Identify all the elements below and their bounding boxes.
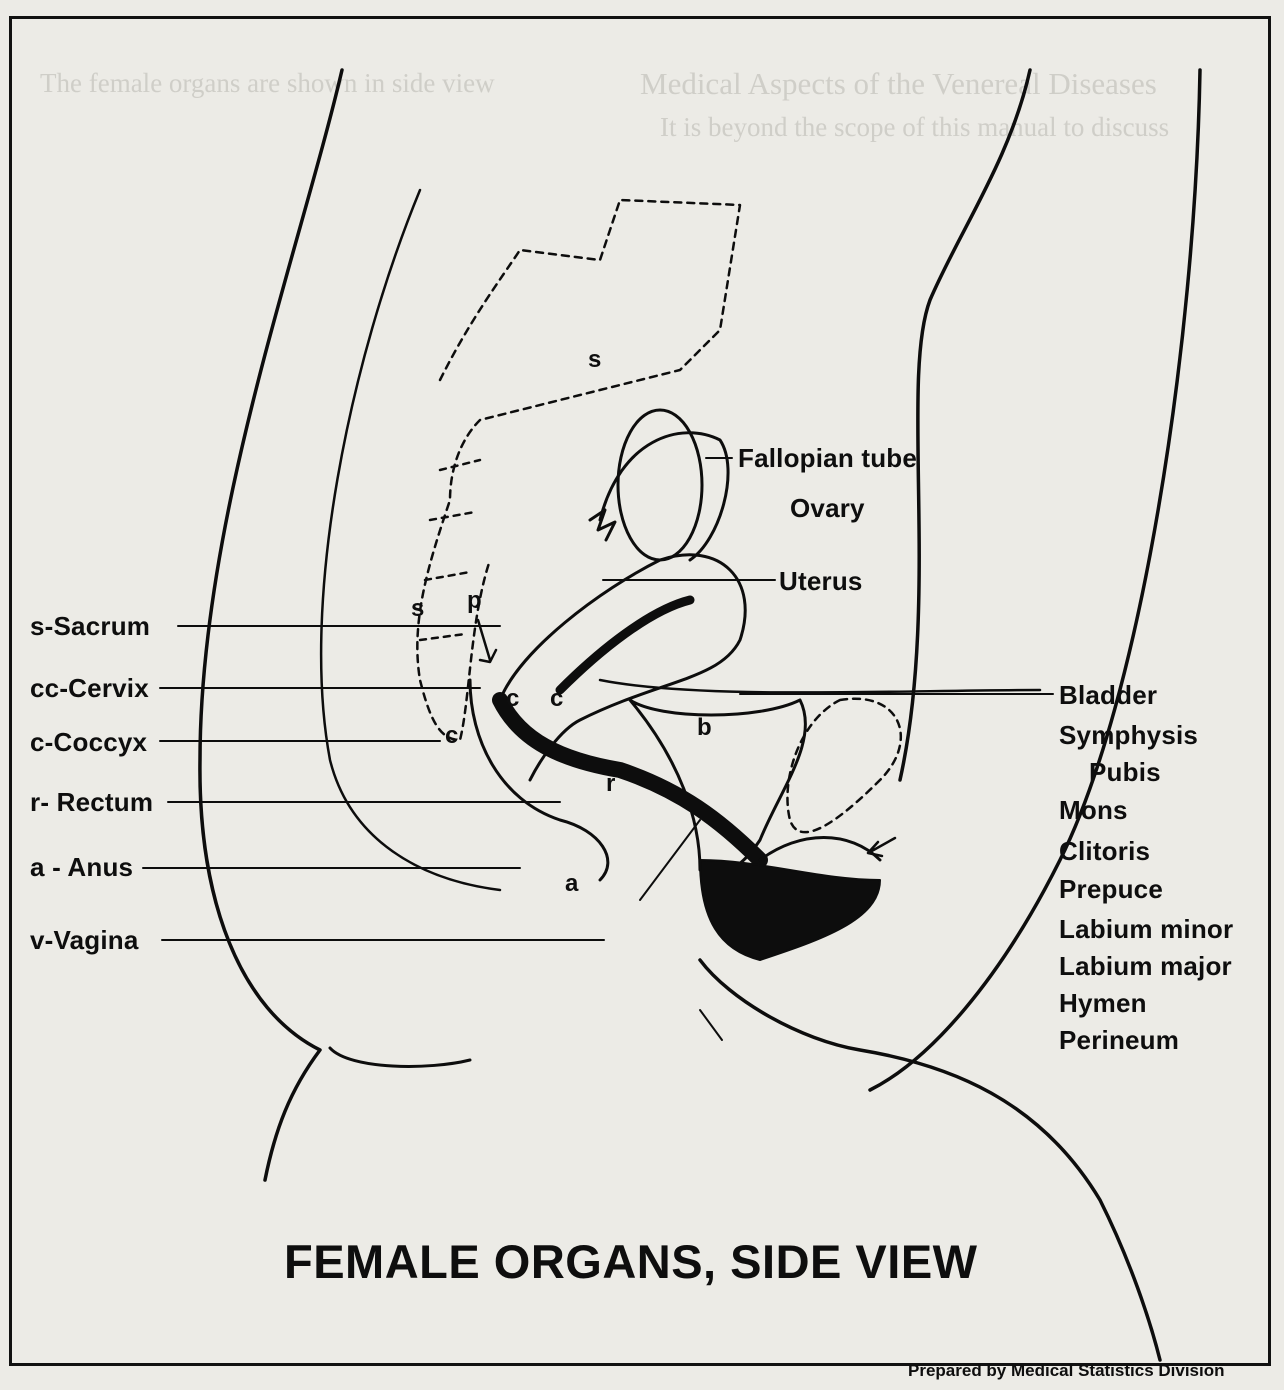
label-labium-minor: Labium minor bbox=[1059, 914, 1233, 945]
vagina-band bbox=[500, 700, 760, 860]
legend-rectum: r- Rectum bbox=[30, 787, 153, 818]
letter-c-cervix-1: c bbox=[506, 685, 519, 713]
leader-vagina-diag bbox=[640, 820, 700, 900]
label-bladder: Bladder bbox=[1059, 680, 1157, 711]
label-clitoris: Clitoris bbox=[1059, 836, 1150, 867]
letter-c-coccyx: c bbox=[445, 722, 458, 750]
legend-vagina: v-Vagina bbox=[30, 925, 139, 956]
rectum-outline bbox=[470, 680, 608, 880]
letter-p: p bbox=[467, 587, 482, 615]
label-perineum: Perineum bbox=[1059, 1025, 1179, 1056]
label-symphysis: Symphysis bbox=[1059, 720, 1198, 751]
letter-s-upper: s bbox=[588, 346, 601, 374]
sacrum-outline bbox=[417, 200, 740, 740]
label-prepuce: Prepuce bbox=[1059, 874, 1163, 905]
legend-coccyx: c-Coccyx bbox=[30, 727, 147, 758]
label-hymen: Hymen bbox=[1059, 988, 1147, 1019]
label-labium-major: Labium major bbox=[1059, 951, 1232, 982]
label-mons: Mons bbox=[1059, 795, 1128, 826]
credit-line: Prepared by Medical Statistics Division bbox=[908, 1361, 1225, 1381]
letter-b: b bbox=[697, 714, 712, 742]
label-ovary: Ovary bbox=[790, 493, 865, 524]
letter-r: r bbox=[606, 770, 615, 798]
legend-sacrum: s-Sacrum bbox=[30, 611, 150, 642]
figure-title: FEMALE ORGANS, SIDE VIEW bbox=[284, 1234, 978, 1289]
letter-s-lower: s bbox=[411, 595, 424, 623]
label-pubis: Pubis bbox=[1089, 757, 1161, 788]
uterus-cavity bbox=[560, 600, 690, 690]
perineum-shading bbox=[700, 860, 880, 960]
fimbriae bbox=[590, 510, 615, 540]
label-fallopian-tube: Fallopian tube bbox=[738, 443, 917, 474]
label-uterus: Uterus bbox=[779, 566, 863, 597]
leader-perineum bbox=[700, 1010, 722, 1040]
letter-c-cervix-2: c bbox=[550, 685, 563, 713]
legend-cervix: cc-Cervix bbox=[30, 673, 149, 704]
abdomen-outline bbox=[900, 70, 1030, 780]
inner-back-contour bbox=[321, 190, 500, 890]
arrow-clitoris bbox=[868, 838, 895, 856]
legend-anus: a - Anus bbox=[30, 852, 133, 883]
buttock-outline bbox=[330, 1048, 470, 1066]
thigh-lower-outline bbox=[700, 960, 1160, 1360]
letter-a: a bbox=[565, 870, 578, 898]
labia-outline bbox=[760, 838, 880, 861]
